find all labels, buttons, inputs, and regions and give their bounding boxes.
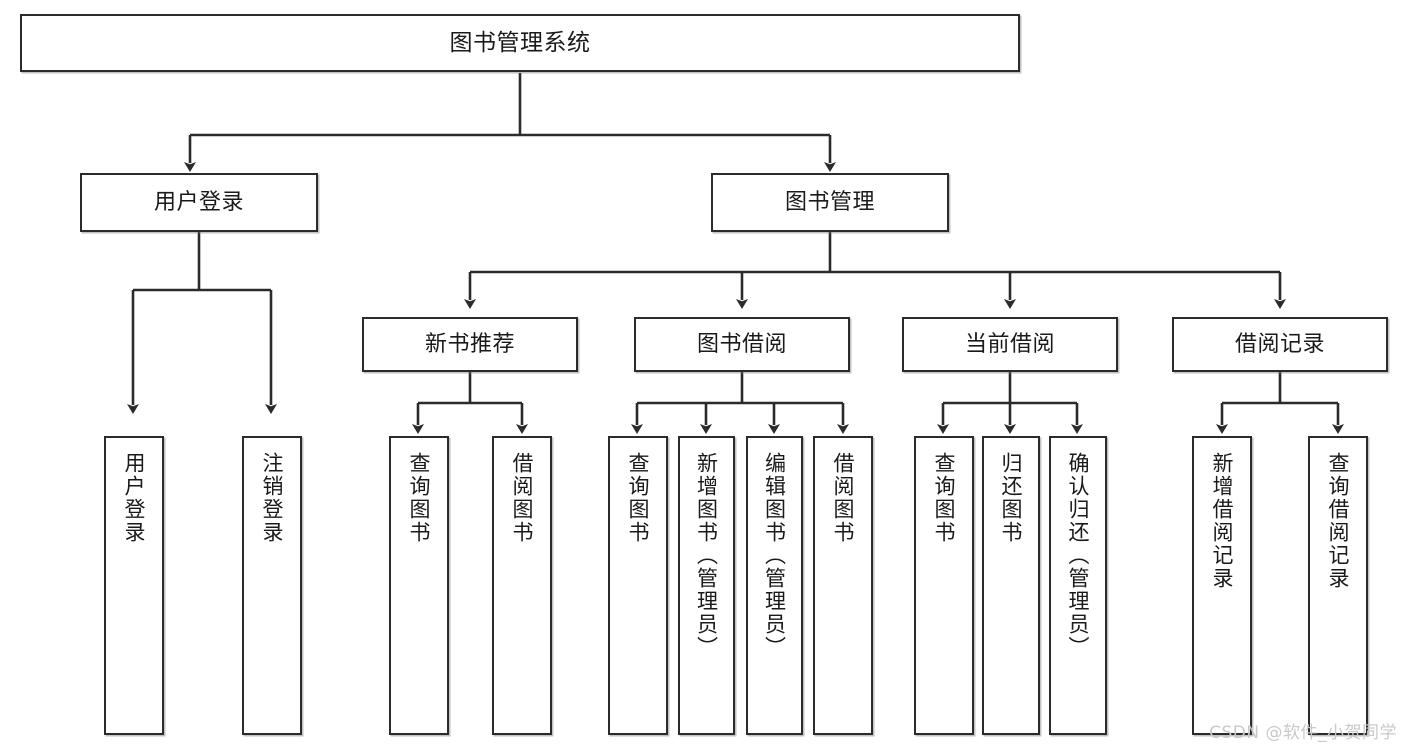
node-label: 当前借阅 — [964, 331, 1055, 357]
node-label: 查询借阅记录 — [1326, 452, 1351, 590]
leaf-user-login-signout[interactable]: 注销登录 — [242, 436, 302, 735]
node-label: 确认归还（管理员） — [1066, 452, 1091, 659]
node-label: 新书推荐 — [424, 331, 515, 357]
leaf-current-borrow-return[interactable]: 归还图书 — [982, 436, 1040, 735]
leaf-current-borrow-confirm-return[interactable]: 确认归还（管理员） — [1049, 436, 1107, 735]
node-label: 编辑图书（管理员） — [762, 452, 787, 659]
leaf-user-login-signin[interactable]: 用户登录 — [104, 436, 164, 735]
node-label: 图书借阅 — [696, 331, 787, 357]
node-label: 新增图书（管理员） — [694, 452, 719, 659]
leaf-borrow-record-add[interactable]: 新增借阅记录 — [1192, 436, 1252, 735]
leaf-new-book-borrow[interactable]: 借阅图书 — [492, 436, 552, 735]
node-label: 借阅图书 — [831, 452, 856, 544]
node-root-system[interactable]: 图书管理系统 — [20, 14, 1020, 72]
node-user-login[interactable]: 用户登录 — [80, 173, 318, 232]
node-label: 用户登录 — [153, 189, 244, 215]
node-label: 图书管理 — [784, 189, 875, 215]
leaf-new-book-query[interactable]: 查询图书 — [389, 436, 449, 735]
node-label: 归还图书 — [999, 452, 1024, 544]
node-current-borrow[interactable]: 当前借阅 — [902, 317, 1118, 372]
leaf-borrow-record-query[interactable]: 查询借阅记录 — [1308, 436, 1368, 735]
node-new-book-recommend[interactable]: 新书推荐 — [362, 317, 578, 372]
csdn-watermark: CSDN @软件_小贺同学 — [1209, 723, 1397, 743]
node-label: 查询图书 — [407, 452, 432, 544]
node-label: 新增借阅记录 — [1210, 452, 1235, 590]
node-label: 注销登录 — [260, 452, 285, 544]
node-book-management[interactable]: 图书管理 — [711, 173, 949, 232]
leaf-book-borrow-add[interactable]: 新增图书（管理员） — [678, 436, 735, 735]
leaf-book-borrow-borrow[interactable]: 借阅图书 — [813, 436, 873, 735]
node-book-borrow[interactable]: 图书借阅 — [634, 317, 850, 372]
node-borrow-record[interactable]: 借阅记录 — [1172, 317, 1388, 372]
node-label: 用户登录 — [122, 452, 147, 544]
node-label: 查询图书 — [932, 452, 957, 544]
node-label: 借阅图书 — [510, 452, 535, 544]
node-label: 查询图书 — [626, 452, 651, 544]
leaf-book-borrow-edit[interactable]: 编辑图书（管理员） — [746, 436, 803, 735]
node-label: 借阅记录 — [1234, 331, 1325, 357]
leaf-book-borrow-query[interactable]: 查询图书 — [608, 436, 668, 735]
leaf-current-borrow-query[interactable]: 查询图书 — [914, 436, 974, 735]
node-label: 图书管理系统 — [449, 29, 591, 56]
